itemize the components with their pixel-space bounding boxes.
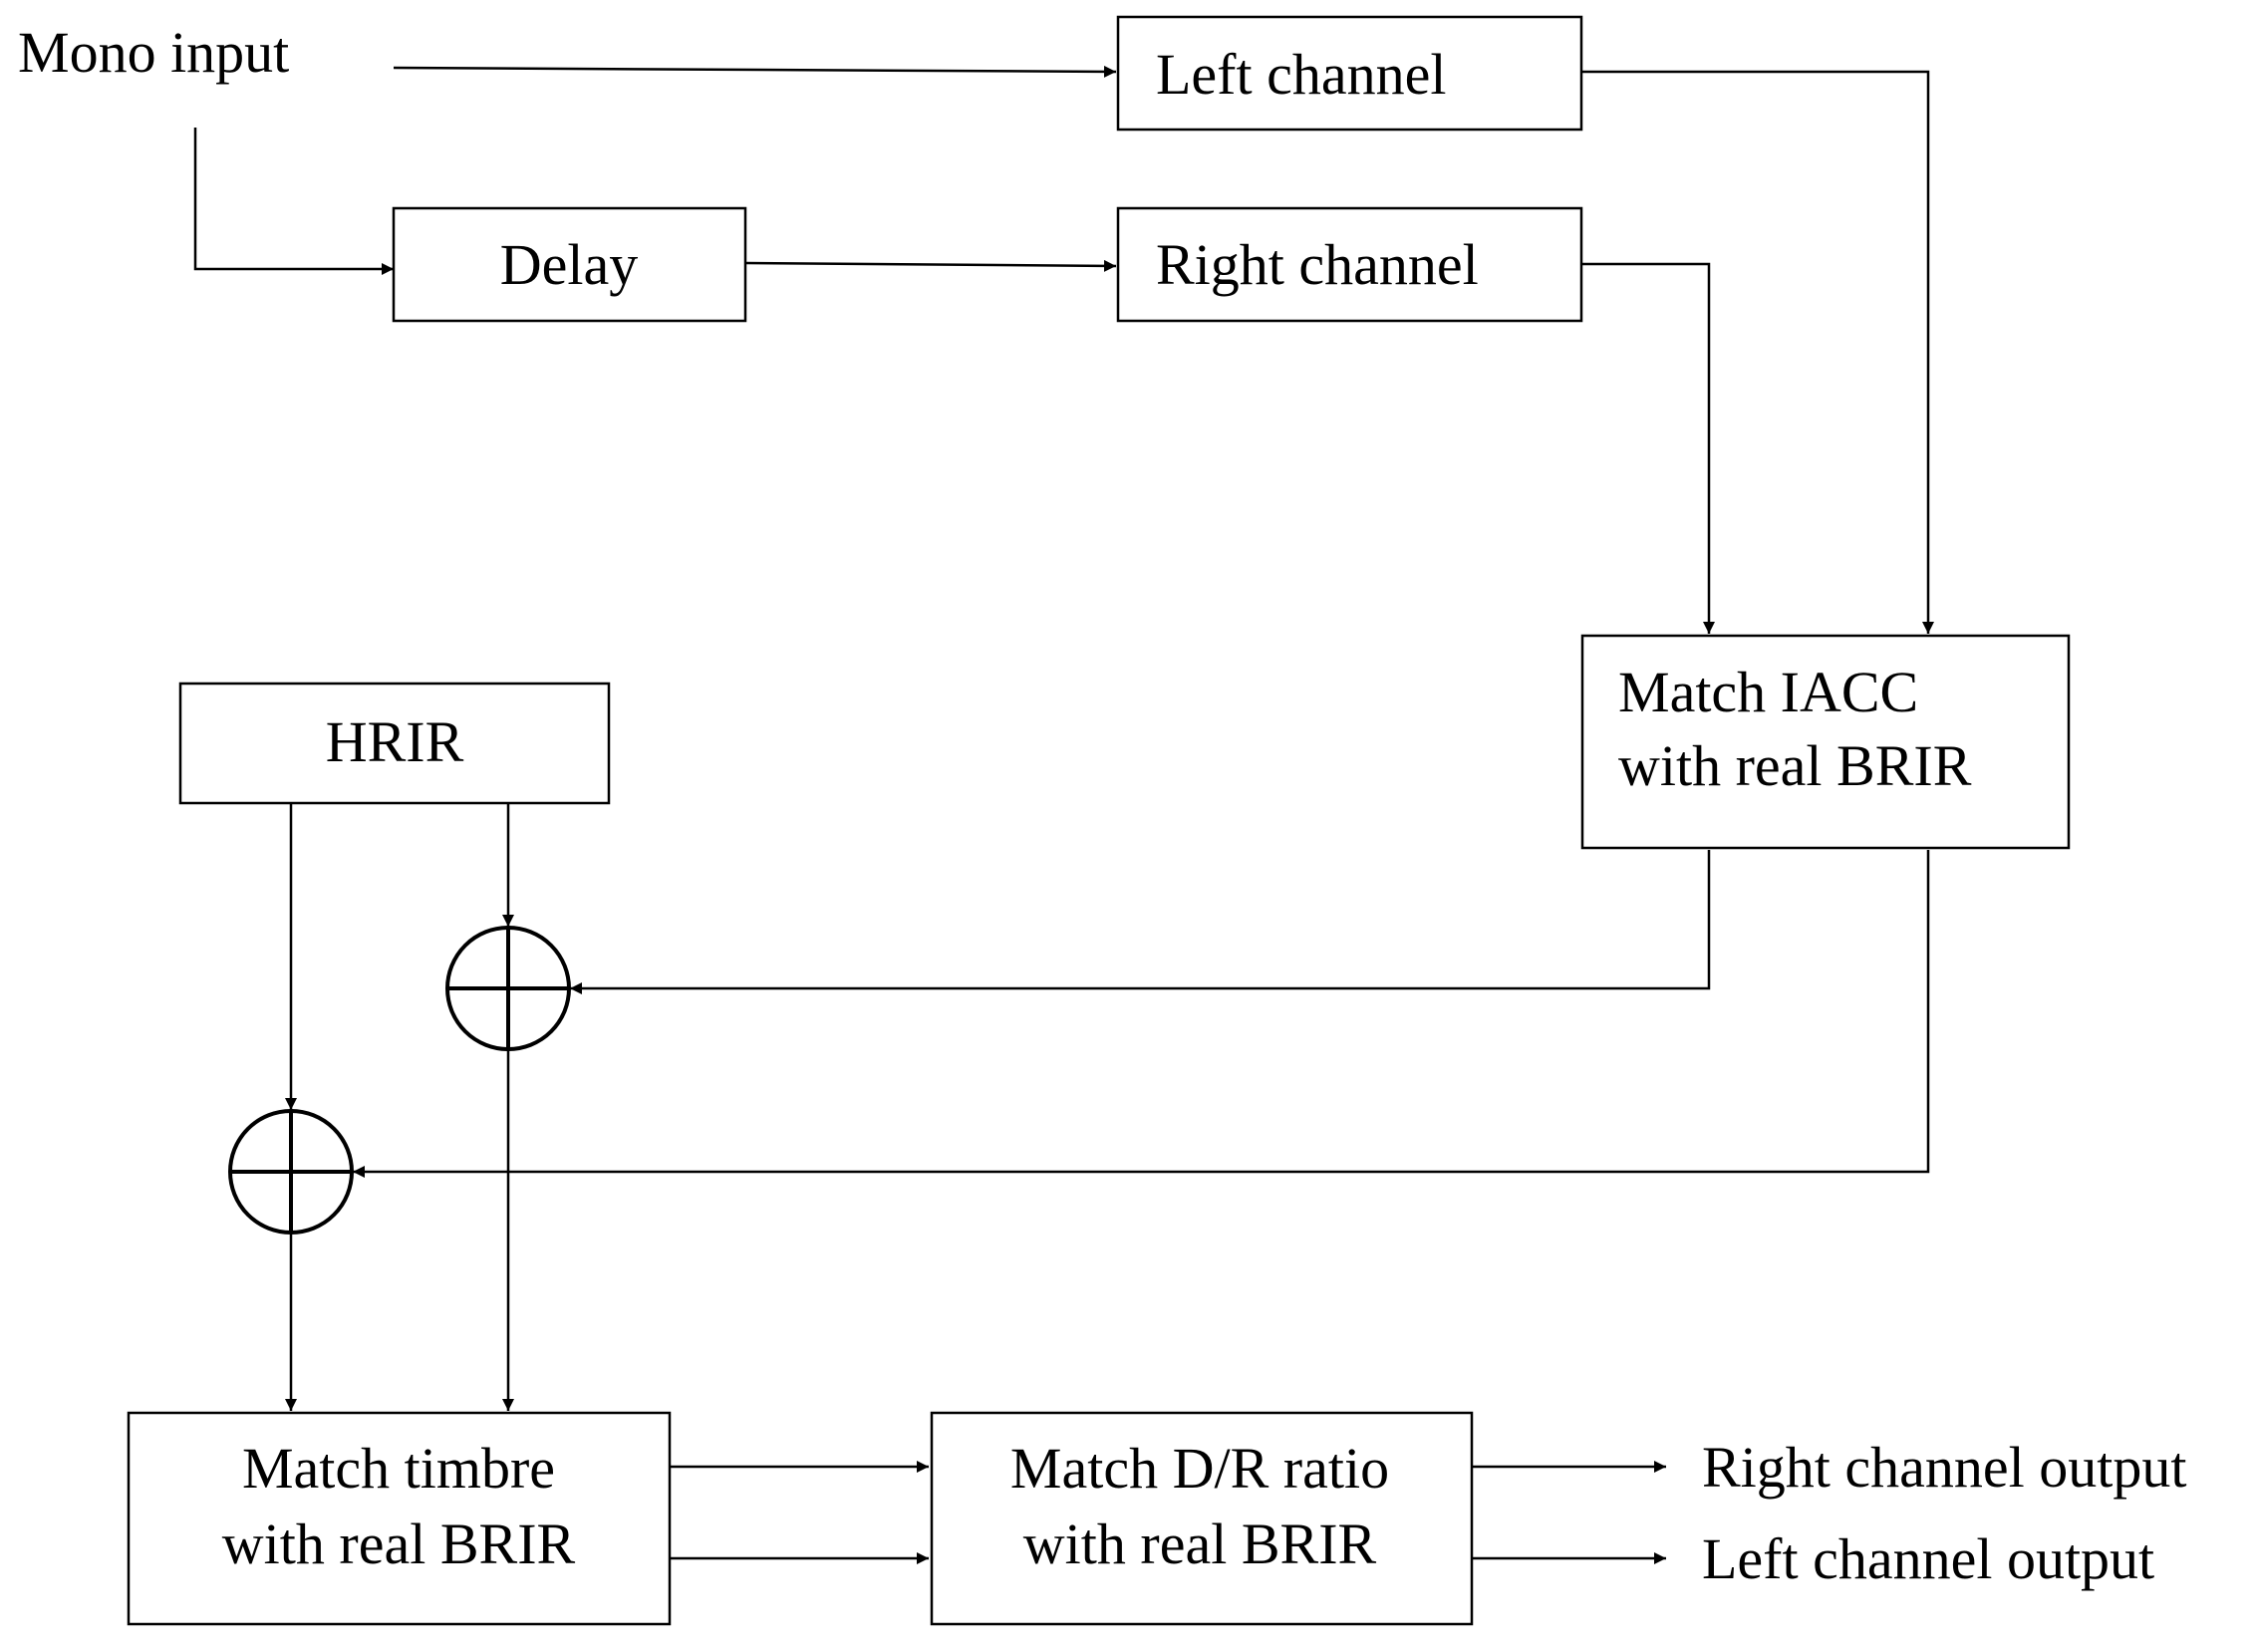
edge-left-channel-to-iacc: [1581, 70, 1934, 634]
match-timbre-label-line1: Match timbre: [242, 1436, 555, 1501]
edge-iacc-to-upper-sum: [570, 850, 1711, 994]
left-channel-label: Left channel: [1156, 42, 1446, 107]
edge-right-channel-to-iacc: [1581, 262, 1715, 634]
right-channel-label: Right channel: [1156, 232, 1479, 297]
match-iacc-label-line2: with real BRIR: [1618, 733, 1972, 798]
edge-delay-to-right-channel: [744, 259, 1117, 272]
left-channel-block: Left channel: [1116, 15, 1583, 132]
match-iacc-label-line1: Match IACC: [1618, 660, 1918, 724]
match-dr-ratio-block: Match D/R ratio with real BRIR: [930, 1411, 1474, 1626]
edge-input-to-left-channel: [393, 65, 1117, 78]
match-timbre-block: Match timbre with real BRIR: [127, 1411, 672, 1626]
upper-sum-junction: [445, 926, 571, 1051]
hrir-label: HRIR: [326, 709, 464, 774]
hrir-block: HRIR: [178, 682, 611, 805]
left-channel-output-label: Left channel output: [1702, 1526, 2154, 1591]
match-iacc-block: Match IACC with real BRIR: [1580, 634, 2071, 850]
right-channel-block: Right channel: [1116, 206, 1583, 323]
mono-input-label: Mono input: [18, 20, 289, 85]
match-dr-label-line1: Match D/R ratio: [1010, 1436, 1389, 1501]
lower-sum-junction: [228, 1109, 354, 1235]
delay-block: Delay: [392, 206, 747, 323]
edge-iacc-to-lower-sum: [353, 850, 1930, 1178]
match-timbre-label-line2: with real BRIR: [222, 1512, 576, 1576]
edge-input-to-delay: [193, 128, 394, 275]
right-channel-output-label: Right channel output: [1702, 1435, 2187, 1500]
delay-label: Delay: [500, 232, 639, 297]
match-dr-label-line2: with real BRIR: [1023, 1512, 1377, 1576]
